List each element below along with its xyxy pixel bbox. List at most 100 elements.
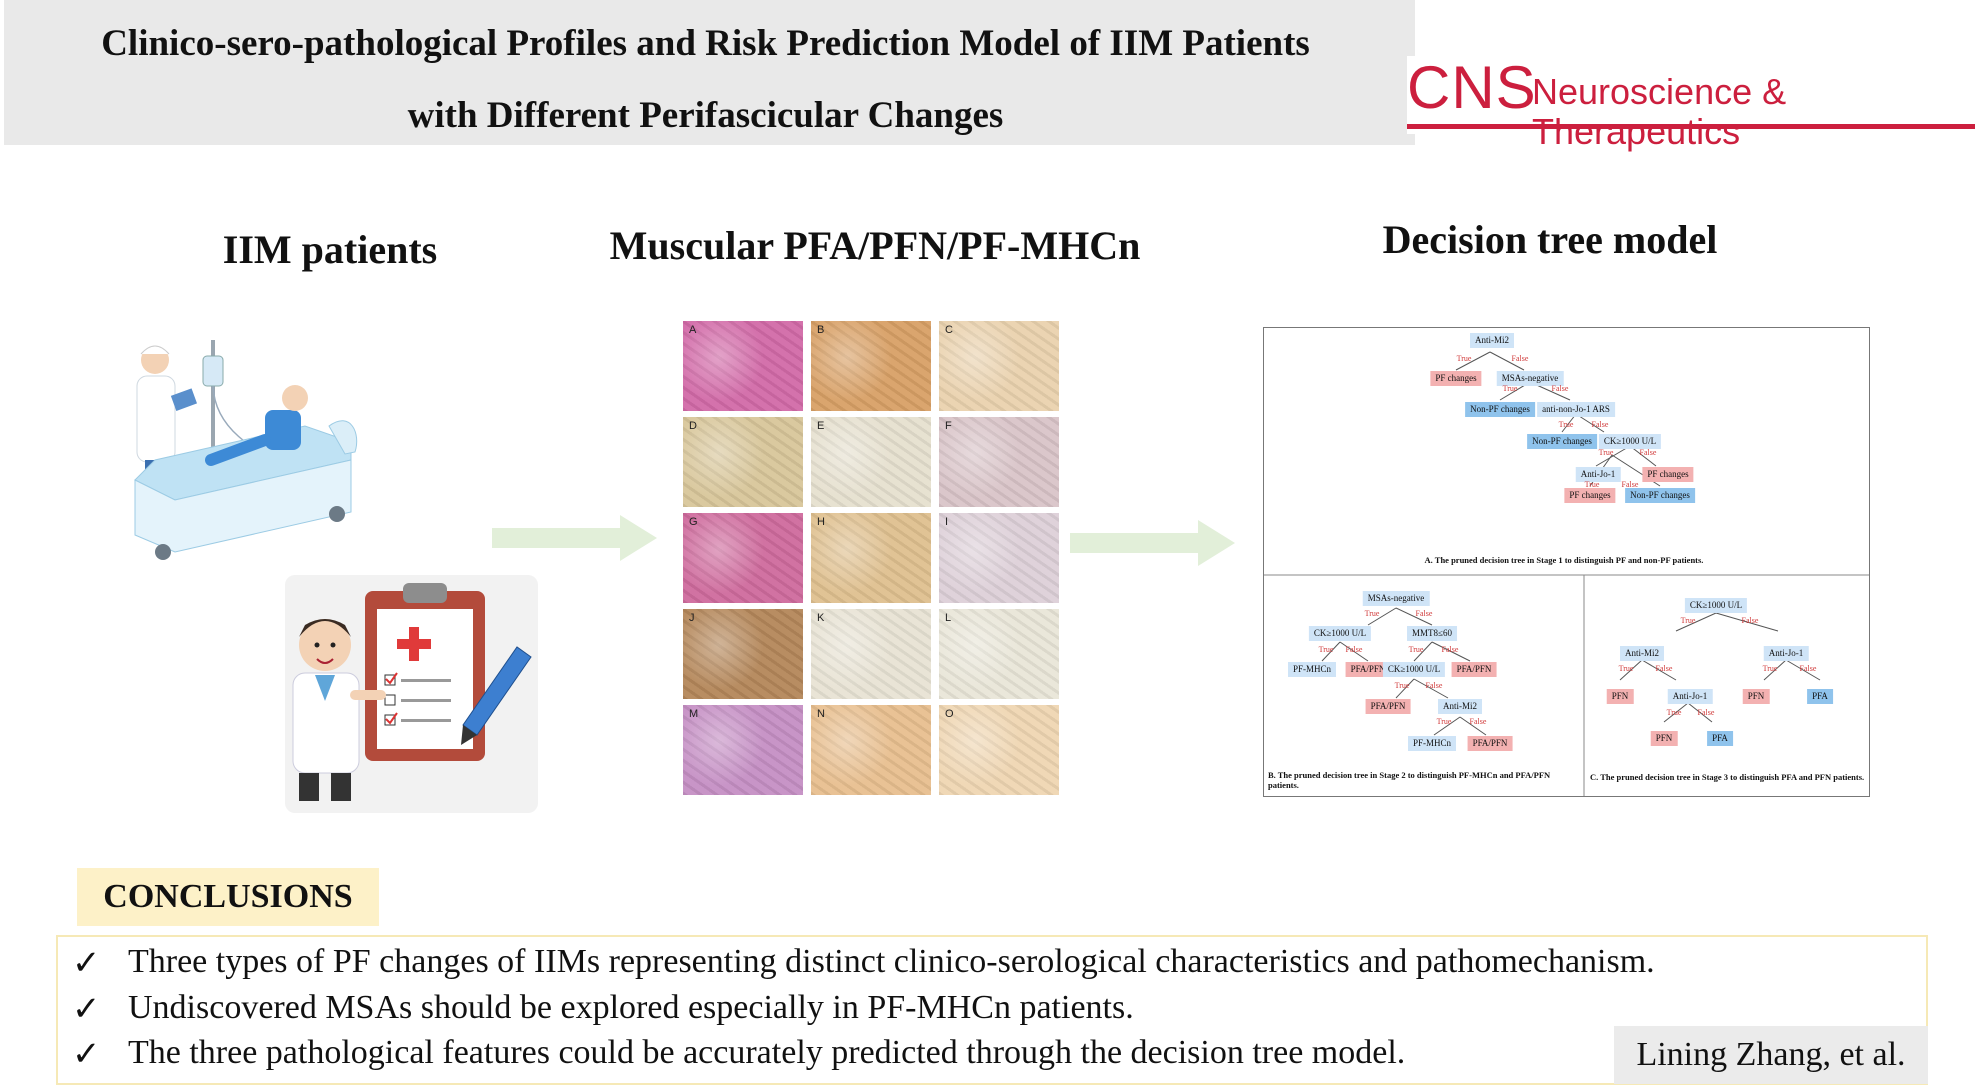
tree-c-edge-false: False: [1655, 664, 1673, 673]
tree-a-node-msas-negative: MSAs-negative: [1496, 371, 1564, 386]
conclusions-label: CONCLUSIONS: [77, 868, 379, 926]
tree-a-node-non-pf-changes: Non-PF changes: [1465, 402, 1535, 417]
tree-b-node-anti-mi2: Anti-Mi2: [1437, 699, 1483, 714]
histology-tile-label: L: [945, 612, 952, 624]
tree-c-node-pfn: PFN: [1650, 731, 1678, 746]
histology-tile-n: N: [811, 705, 931, 795]
tree-b-edge-true: True: [1436, 717, 1452, 726]
tree-b-edge-false: False: [1425, 681, 1443, 690]
histology-tile-label: C: [945, 324, 953, 336]
tree-a-edge-true: True: [1502, 384, 1518, 393]
tree-c-edge-false: False: [1697, 708, 1715, 717]
tree-c-node-anti-mi2: Anti-Mi2: [1619, 646, 1665, 661]
tree-c-node-pfa: PFA: [1707, 731, 1733, 746]
logo-cns: CNS: [1407, 54, 1537, 121]
heading-tree: Decision tree model: [1382, 217, 1718, 262]
tree-connectors: [1264, 351, 1869, 796]
histology-tile-i: I: [939, 513, 1059, 603]
tree-c-edge-false: False: [1741, 616, 1759, 625]
tree-b-node-pfa-pfn: PFA/PFN: [1451, 662, 1497, 677]
tree-a-edge-false: False: [1621, 480, 1639, 489]
tree-b-edge-true: True: [1394, 681, 1410, 690]
tree-a-edge-false: False: [1511, 354, 1529, 363]
tree-b-node-pf-mhcn: PF-MHCn: [1407, 736, 1457, 751]
conclusion-item-3: The three pathological features could be…: [128, 1034, 1406, 1071]
histology-tile-label: A: [689, 324, 697, 336]
histology-tile-e: E: [811, 417, 931, 507]
tree-b-edge-true: True: [1408, 645, 1424, 654]
tree-c-edge-true: True: [1680, 616, 1696, 625]
title-line-2: with Different Perifascicular Changes: [407, 95, 1004, 136]
tree-c-edge-true: True: [1666, 708, 1682, 717]
histology-tile-label: O: [945, 708, 954, 720]
tree-c-edge-true: True: [1618, 664, 1634, 673]
histology-tile-c: C: [939, 321, 1059, 411]
histology-tile-label: J: [689, 612, 695, 624]
tree-b-node-ck: CK≥1000 U/L: [1382, 662, 1446, 677]
tree-a-node-anti-mi2: Anti-Mi2: [1469, 333, 1515, 348]
tree-c-node-ck: CK≥1000 U/L: [1684, 598, 1748, 613]
tree-c-edge-true: True: [1762, 664, 1778, 673]
tree-c-node-anti-jo1: Anti-Jo-1: [1667, 689, 1713, 704]
tree-a-node-pf-changes: PF changes: [1430, 371, 1482, 386]
histology-tile-label: D: [689, 420, 697, 432]
tree-a-node-ck: CK≥1000 U/L: [1598, 434, 1662, 449]
logo-text: Neuroscience & Therapeutics: [1532, 71, 1787, 152]
tree-c-edge-false: False: [1799, 664, 1817, 673]
tree-b-node-ck: CK≥1000 U/L: [1308, 626, 1372, 641]
tree-a-node-anti-jo1: Anti-Jo-1: [1575, 467, 1621, 482]
conclusion-check-icon: ✓: [72, 945, 101, 982]
histology-tile-label: F: [945, 420, 952, 432]
histology-tile-label: B: [817, 324, 825, 336]
tree-b-edge-true: True: [1318, 645, 1334, 654]
histology-tile-d: D: [683, 417, 803, 507]
tree-b-edge-false: False: [1345, 645, 1363, 654]
histology-tile-j: J: [683, 609, 803, 699]
tree-b-caption: B. The pruned decision tree in Stage 2 t…: [1268, 770, 1551, 790]
histology-tile-label: I: [945, 516, 949, 528]
author-credit: Lining Zhang, et al.: [1614, 1026, 1928, 1084]
histology-tile-label: K: [817, 612, 825, 624]
decision-tree-panel: Anti-Mi2 True False PF changes MSAs-nega…: [1263, 327, 1870, 797]
tree-a-edge-false: False: [1639, 448, 1657, 457]
tree-b-node-msas-negative: MSAs-negative: [1362, 591, 1430, 606]
journal-logo: CNS Neuroscience & Therapeutics: [1407, 54, 1977, 152]
arrow-right-2: [1070, 520, 1235, 566]
tree-a-edge-false: False: [1591, 420, 1609, 429]
histology-tile-label: N: [817, 708, 825, 720]
tree-a-node-non-pf-changes: Non-PF changes: [1527, 434, 1597, 449]
heading-muscular: Muscular PFA/PFN/PF-MHCn: [609, 223, 1141, 268]
tree-c-node-pfn: PFN: [1606, 689, 1634, 704]
conclusion-item-2: Undiscovered MSAs should be explored esp…: [128, 989, 1134, 1026]
tree-a-node-anti-non-jo1-ars: anti-non-Jo-1 ARS: [1537, 402, 1615, 417]
tree-c-node-pfa: PFA: [1807, 689, 1833, 704]
tree-b-edge-false: False: [1469, 717, 1487, 726]
tree-a-edge-false: False: [1551, 384, 1569, 393]
histology-tile-h: H: [811, 513, 931, 603]
tree-b-node-pfa-pfn: PFA/PFN: [1345, 662, 1391, 677]
histology-tile-b: B: [811, 321, 931, 411]
conclusion-item-1: Three types of PF changes of IIMs repres…: [128, 943, 1655, 980]
histology-tile-label: G: [689, 516, 698, 528]
histology-tile-a: A: [683, 321, 803, 411]
histology-tile-o: O: [939, 705, 1059, 795]
heading-patients: IIM patients: [222, 227, 438, 272]
tree-a-edge-true: True: [1456, 354, 1472, 363]
tree-b-edge-false: False: [1415, 609, 1433, 618]
tree-b-edge-true: True: [1364, 609, 1380, 618]
tree-a-edge-true: True: [1598, 448, 1614, 457]
tree-b-edge-false: False: [1441, 645, 1459, 654]
tree-c-node-pfn: PFN: [1742, 689, 1770, 704]
conclusion-check-icon: ✓: [72, 991, 101, 1028]
tree-b-node-mmt8: MMT8≤60: [1407, 626, 1457, 641]
tree-c-caption: C. The pruned decision tree in Stage 3 t…: [1590, 772, 1865, 782]
tree-b-node-pf-mhcn: PF-MHCn: [1287, 662, 1337, 677]
arrow-right-1: [492, 515, 657, 561]
histology-tile-l: L: [939, 609, 1059, 699]
tree-a-edge-true: True: [1558, 420, 1574, 429]
patient-bed-illustration: [134, 340, 358, 560]
histology-tile-f: F: [939, 417, 1059, 507]
doctor-clipboard-illustration: [285, 575, 538, 813]
histology-tile-label: E: [817, 420, 825, 432]
